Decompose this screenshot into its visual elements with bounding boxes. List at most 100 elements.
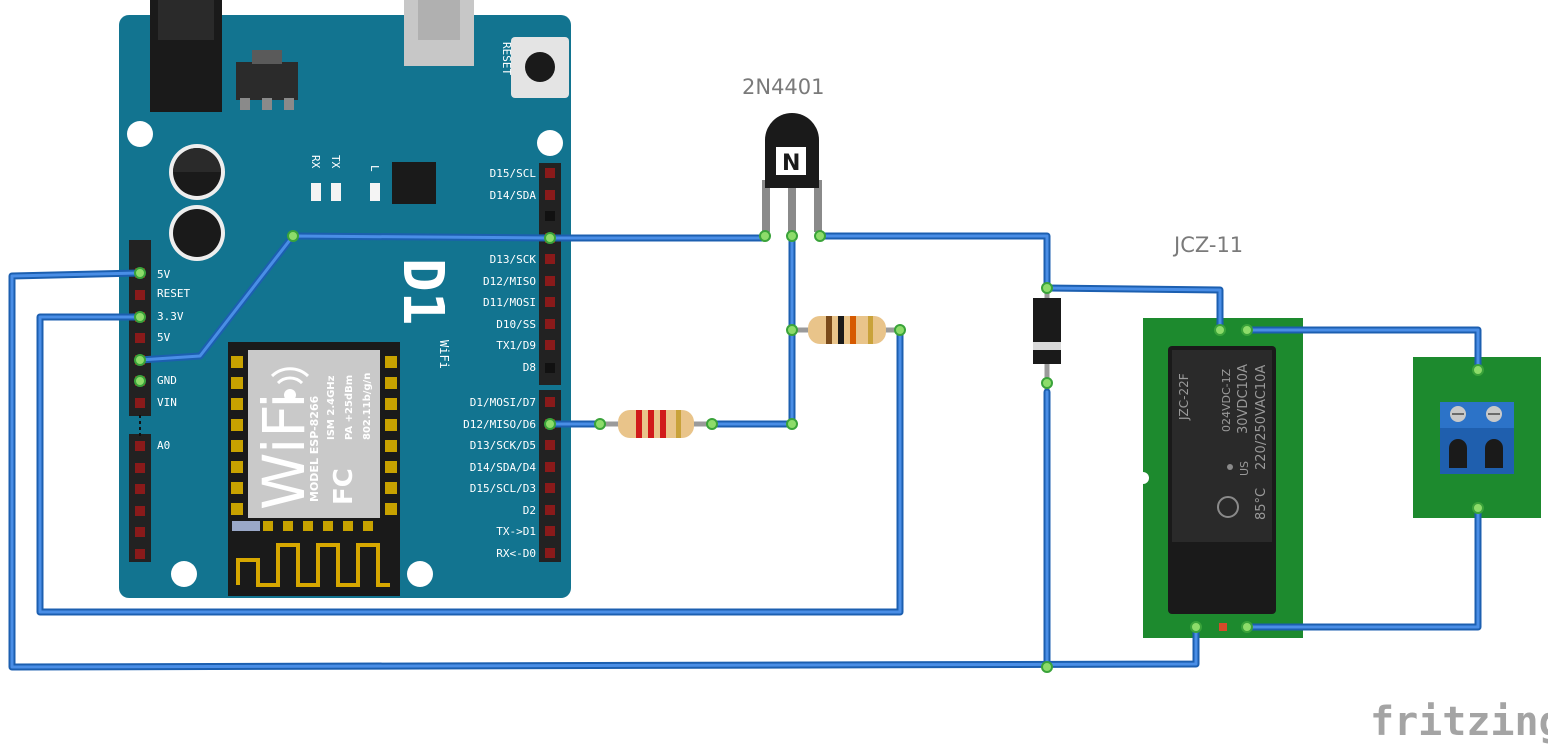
wire-endpoint[interactable] bbox=[759, 230, 771, 242]
right-pin-label-0: D15/SCL bbox=[490, 167, 537, 180]
module-std-text: 802.11b/g/n bbox=[362, 373, 373, 440]
esp8266-module: WiFi FC MODEL ESP-8266 ISM 2.4GHz PA +25… bbox=[228, 342, 400, 596]
terminal-block bbox=[1413, 357, 1541, 518]
esp-pad bbox=[385, 440, 397, 452]
wire-endpoint[interactable] bbox=[134, 375, 146, 387]
wire[interactable] bbox=[816, 232, 1051, 292]
wire-endpoint[interactable] bbox=[706, 418, 718, 430]
right-header-pin bbox=[545, 276, 555, 286]
wire[interactable] bbox=[708, 232, 796, 428]
dc-jack bbox=[150, 0, 222, 112]
right-header-pin bbox=[545, 190, 555, 200]
wire-endpoint[interactable] bbox=[1190, 621, 1202, 633]
esp-pad bbox=[303, 521, 313, 531]
esp-pad bbox=[385, 482, 397, 494]
wire-endpoint[interactable] bbox=[134, 267, 146, 279]
right-header-pin bbox=[545, 340, 555, 350]
wire-endpoint[interactable] bbox=[786, 230, 798, 242]
transistor-2n4401: 2N4401 N bbox=[742, 75, 825, 232]
led-rx-label: RX bbox=[309, 155, 322, 169]
wire-endpoint[interactable] bbox=[1041, 377, 1053, 389]
esp-pad bbox=[385, 356, 397, 368]
relay-body-2: 024VDC-1Z bbox=[1220, 368, 1233, 432]
right-pin-label-b-3: D14/SDA/D4 bbox=[470, 461, 537, 474]
transistor-mark: N bbox=[782, 151, 800, 176]
right-header-pin bbox=[545, 440, 555, 450]
relay-ul-icon bbox=[1217, 496, 1239, 518]
left-header-pin bbox=[135, 333, 145, 343]
pin-label-reset: RESET bbox=[157, 287, 190, 300]
wire-highlight bbox=[1045, 286, 1222, 332]
esp-pad bbox=[283, 521, 293, 531]
reset-label: RESET bbox=[500, 42, 513, 75]
wire-endpoint[interactable] bbox=[1472, 364, 1484, 376]
esp-pad bbox=[385, 419, 397, 431]
wires bbox=[8, 232, 1482, 671]
wire-endpoint[interactable] bbox=[1041, 661, 1053, 673]
relay-module: JCZ-11 JZC-22F 024VDC-1Z 30VDC10A 220/25… bbox=[1137, 233, 1303, 638]
wire-endpoint[interactable] bbox=[1241, 324, 1253, 336]
left-header-pin bbox=[135, 463, 145, 473]
right-pin-label-b-7: RX<-D0 bbox=[496, 547, 536, 560]
pin-label-gnd: GND bbox=[157, 374, 177, 387]
right-pin-label-4: D12/MISO bbox=[483, 275, 536, 288]
wire-highlight bbox=[710, 234, 794, 426]
transistor-label: 2N4401 bbox=[742, 75, 825, 99]
right-header-pin bbox=[545, 505, 555, 515]
relay-label: JCZ-11 bbox=[1172, 233, 1243, 257]
right-header-pin bbox=[545, 168, 555, 178]
wire-endpoint[interactable] bbox=[1241, 621, 1253, 633]
right-pin-label-b-0: D1/MOSI/D7 bbox=[470, 396, 536, 409]
left-header-pin bbox=[135, 290, 145, 300]
wire-endpoint[interactable] bbox=[1041, 282, 1053, 294]
right-header-pin bbox=[545, 363, 555, 373]
chip bbox=[392, 162, 436, 204]
reset-button[interactable] bbox=[511, 37, 569, 98]
right-header-pin bbox=[545, 297, 555, 307]
wire-endpoint[interactable] bbox=[287, 230, 299, 242]
wire-endpoint[interactable] bbox=[544, 232, 556, 244]
module-pa-text: PA +25dBm bbox=[344, 375, 355, 440]
wifi-logo-sub: WiFi bbox=[437, 340, 451, 369]
right-header-pin bbox=[545, 397, 555, 407]
relay-body-1: JZC-22F bbox=[1177, 373, 1191, 421]
left-header bbox=[129, 240, 151, 562]
resistor-1 bbox=[790, 316, 900, 344]
wire-endpoint[interactable] bbox=[786, 324, 798, 336]
wire-endpoint[interactable] bbox=[134, 311, 146, 323]
wire-endpoint[interactable] bbox=[894, 324, 906, 336]
wire-highlight bbox=[818, 234, 1049, 290]
wire-endpoint[interactable] bbox=[814, 230, 826, 242]
led-indicators: RX TX L bbox=[309, 155, 381, 201]
wire-endpoint[interactable] bbox=[594, 418, 606, 430]
right-header bbox=[539, 163, 561, 562]
wire-endpoint[interactable] bbox=[786, 418, 798, 430]
right-pin-label-b-5: D2 bbox=[523, 504, 536, 517]
fritzing-watermark: fritzing bbox=[1370, 699, 1548, 745]
relay-cert: 85°C bbox=[1254, 488, 1269, 520]
right-pin-label-3: D13/SCK bbox=[490, 253, 537, 266]
esp-pad bbox=[385, 398, 397, 410]
right-header-pin bbox=[545, 319, 555, 329]
wire-endpoints bbox=[134, 230, 1484, 673]
wire-highlight bbox=[1245, 506, 1480, 629]
left-header-pin bbox=[135, 527, 145, 537]
right-pin-labels-bottom: D1/MOSI/D7D12/MISO/D6D13/SCK/D5D14/SDA/D… bbox=[463, 396, 536, 560]
right-pin-label-b-2: D13/SCK/D5 bbox=[470, 439, 536, 452]
wire-endpoint[interactable] bbox=[1214, 324, 1226, 336]
right-pin-label-b-4: D15/SCL/D3 bbox=[470, 482, 536, 495]
module-fc-text: FC bbox=[329, 468, 359, 505]
right-pin-label-b-6: TX->D1 bbox=[496, 525, 536, 538]
wire-endpoint[interactable] bbox=[134, 354, 146, 366]
wire-endpoint[interactable] bbox=[544, 418, 556, 430]
esp-pad bbox=[385, 503, 397, 515]
esp-pad bbox=[323, 521, 333, 531]
pin-label-3v3: 3.3V bbox=[157, 310, 184, 323]
pin-label-5v-2: 5V bbox=[157, 331, 171, 344]
relay-us: US bbox=[1238, 461, 1251, 476]
esp-pad bbox=[231, 461, 243, 473]
diode bbox=[1033, 288, 1061, 392]
left-header-pin bbox=[135, 398, 145, 408]
wire-endpoint[interactable] bbox=[1472, 502, 1484, 514]
